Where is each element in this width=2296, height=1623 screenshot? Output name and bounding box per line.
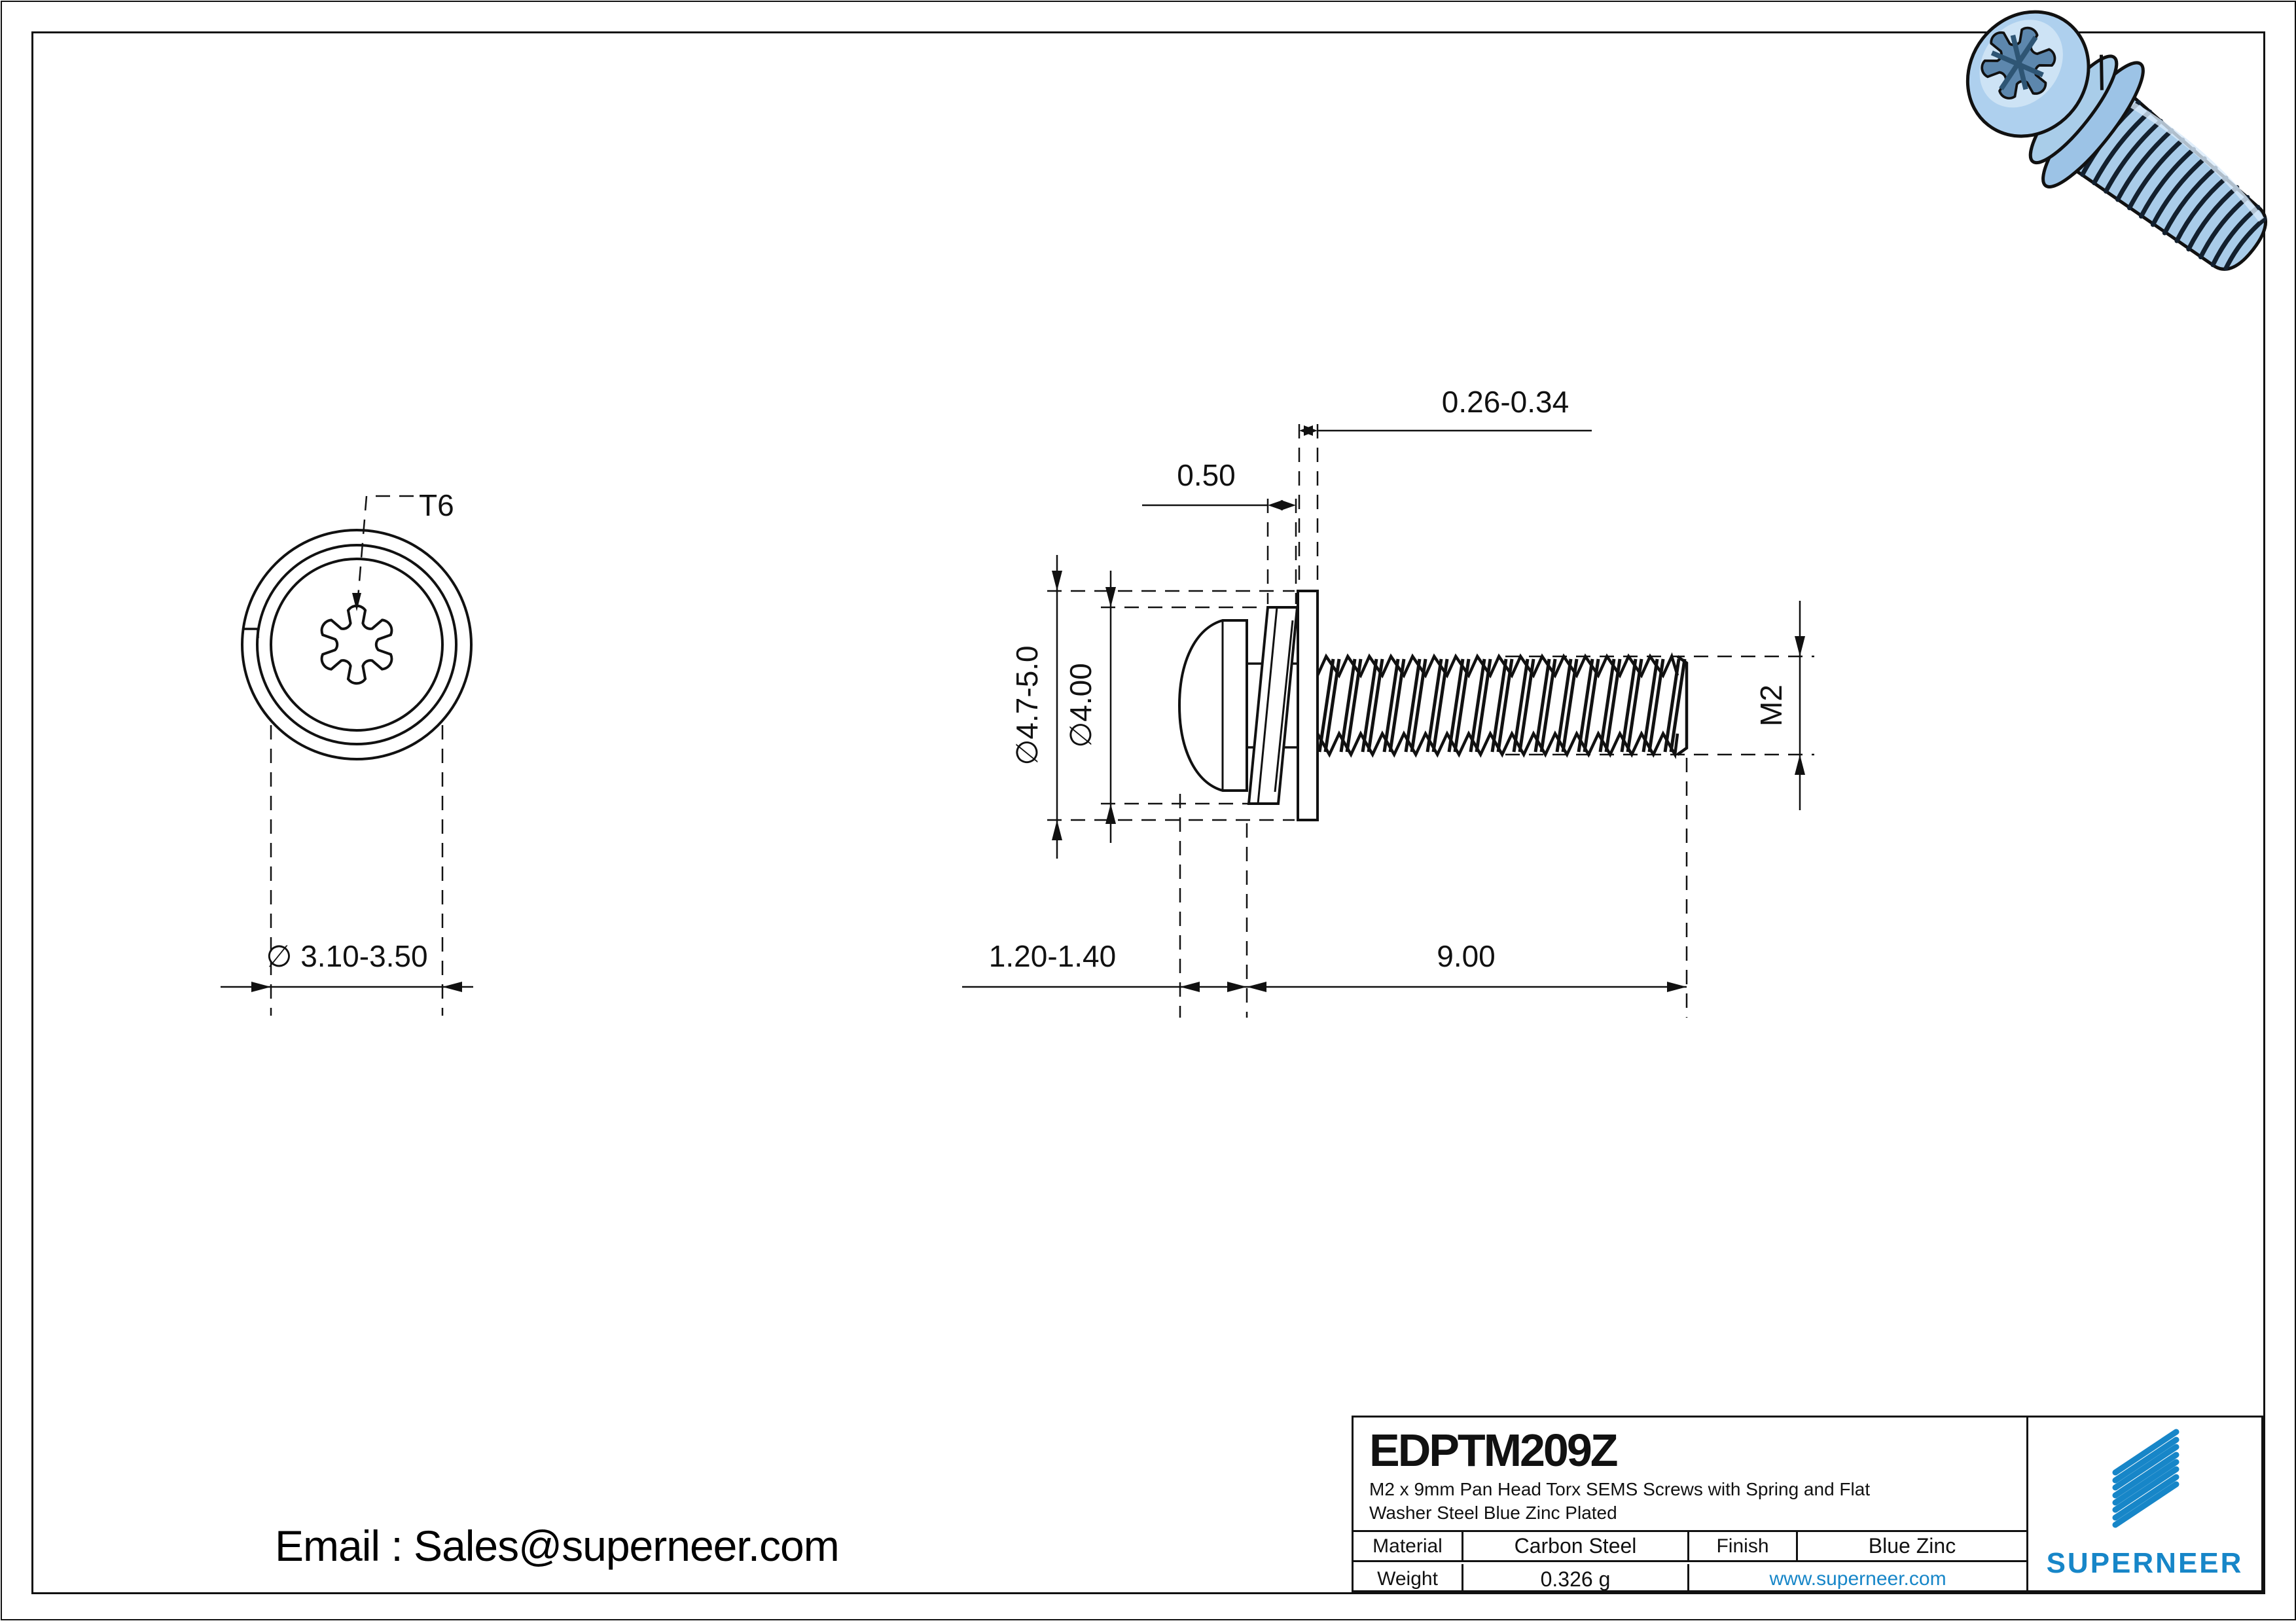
finish-label: Finish [1687,1532,1796,1560]
material-finish-row: Material Carbon Steel Finish Blue Zinc [1354,1532,2026,1562]
head-height-dim: 1.20-1.40 [989,939,1116,973]
finish-value: Blue Zinc [1796,1532,2026,1560]
superneer-logo-mark [2112,1429,2179,1528]
washer-thickness-dim: 0.26-0.34 [1442,385,1569,419]
torx-size-label: T6 [419,488,454,522]
head-od-dim: ∅4.00 [1064,663,1098,748]
flat-washer-outline [241,529,473,760]
material-label: Material [1372,1535,1443,1557]
weight-value: 0.326 g [1462,1564,1687,1594]
title-block: EDPTM209Z M2 x 9mm Pan Head Torx SEMS Sc… [1352,1416,2263,1594]
torx-3d [1981,26,2056,100]
brand-name: SUPERNEER [2046,1547,2244,1579]
extension-lines [270,424,1814,1018]
torx-recess-outline [320,604,393,685]
website-cell: www.superneer.com [1687,1564,2026,1594]
side-view [1177,590,1689,821]
material-value: Carbon Steel [1462,1532,1687,1560]
contact-email: Email : Sales@superneer.com [275,1522,840,1570]
spring-thickness-dim: 0.50 [1177,458,1236,492]
logo-cell: SUPERNEER [2026,1418,2261,1590]
spring-washer-split-mark [243,628,259,638]
thread-spec-dim: M2 [1754,685,1788,726]
title-area: EDPTM209Z M2 x 9mm Pan Head Torx SEMS Sc… [1354,1418,2026,1532]
thread-length-dim: 9.00 [1437,939,1496,973]
dimension-arrows [251,425,1805,992]
weight-website-row: Weight 0.326 g www.superneer.com [1354,1564,2026,1594]
part-number: EDPTM209Z [1369,1425,1619,1476]
screw-3d-render [1965,10,2267,271]
description-line-1: M2 x 9mm Pan Head Torx SEMS Screws with … [1369,1479,1871,1499]
description-line-2: Washer Steel Blue Zinc Plated [1369,1503,1617,1523]
pan-head-side [1177,619,1248,792]
thread-end [1676,655,1689,756]
thread-profile [1316,652,1689,760]
weight-label: Weight [1377,1568,1438,1590]
washer-od-dim: ∅4.7-5.0 [1010,645,1044,765]
flat-washer-side [1297,590,1319,821]
thread-ribs-3d [2080,99,2267,271]
shaft-highlight-3d [2126,99,2265,222]
spring-split-3d [2099,54,2104,90]
head-top-outline [270,558,444,732]
shaft-3d [2068,90,2267,271]
part-description: M2 x 9mm Pan Head Torx SEMS Screws with … [1369,1478,2026,1525]
head-od-outline [256,544,457,745]
drawing-frame [31,31,2265,1594]
front-diameter-dim: ∅ 3.10-3.50 [266,939,427,973]
website-link[interactable]: www.superneer.com [1769,1568,1946,1590]
front-view [241,529,473,760]
spring-washer-side [1247,606,1299,805]
